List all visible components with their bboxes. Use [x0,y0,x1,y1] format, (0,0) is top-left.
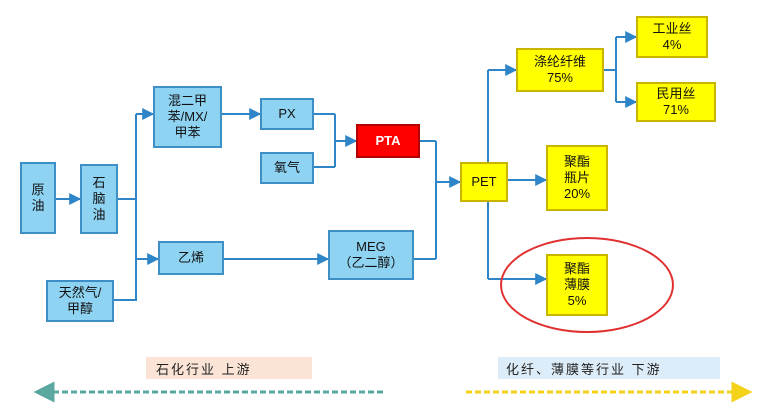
line-pta-meg [414,140,437,260]
node-civil-yarn: 民用丝 71% [636,82,716,122]
node-px: PX [260,98,314,130]
downstream-banner: 化纤、薄膜等行业 下游 [498,357,720,379]
node-crude-oil: 原 油 [20,162,56,234]
line-natgas [114,259,137,301]
node-industrial-yarn: 工业丝 4% [636,16,708,58]
line-px-oxygen [314,113,336,168]
node-naphtha: 石 脑 油 [80,164,118,234]
node-natural-gas-methanol: 天然气/ 甲醇 [46,280,114,322]
line-fiber-branch [604,37,617,102]
node-pet: PET [460,162,508,202]
node-oxygen: 氧气 [260,152,314,184]
highlight-oval [500,237,674,333]
node-mixed-xylene: 混二甲 苯/MX/ 甲苯 [153,86,222,148]
node-meg: MEG （乙二醇） [328,230,414,280]
node-bottle-chip: 聚酯 瓶片 20% [546,145,608,211]
line-naphtha-branch [118,114,137,259]
node-pta: PTA [356,124,420,158]
upstream-banner: 石化行业 上游 [146,357,312,379]
node-ethylene: 乙烯 [158,241,224,275]
node-polyester-fiber: 涤纶纤维 75% [516,48,604,92]
